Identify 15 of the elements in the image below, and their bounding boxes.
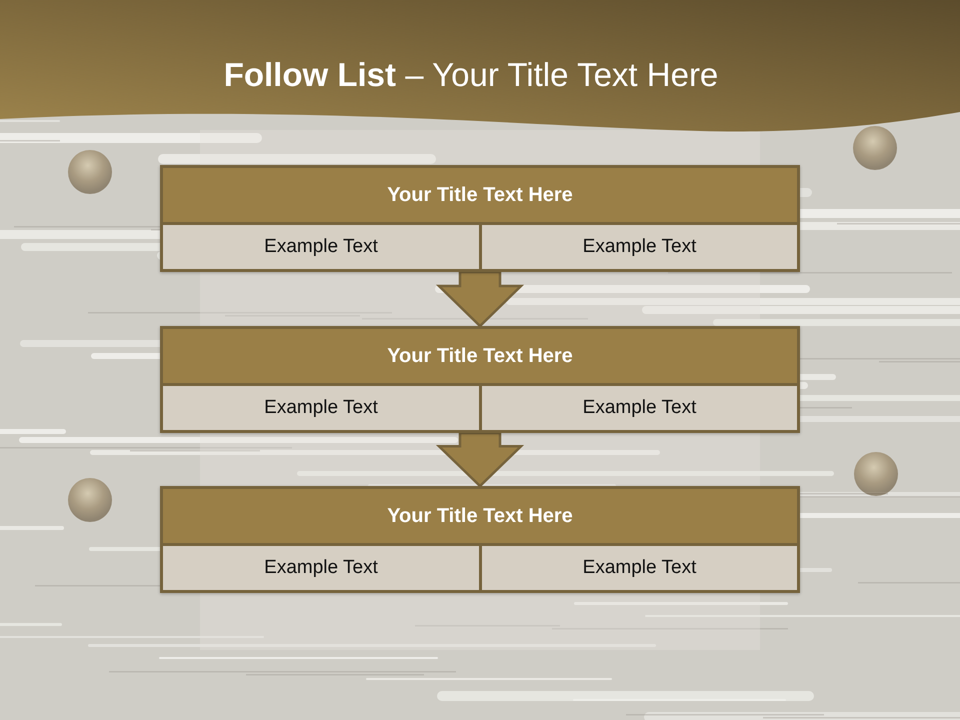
slide-title: Follow List – Your Title Text Here xyxy=(222,55,720,95)
table-cell: Example Text xyxy=(482,222,797,269)
table-cell: Example Text xyxy=(163,222,482,269)
list-group-box xyxy=(160,165,800,272)
table-cell: Example Text xyxy=(482,383,797,430)
table-cell: Example Text xyxy=(163,383,482,430)
list-group-box xyxy=(160,326,800,433)
block-arrow xyxy=(436,432,524,488)
header-bar: Your Title Text Here xyxy=(163,489,797,543)
table-cell: Example Text xyxy=(163,543,482,590)
header-bar: Your Title Text Here xyxy=(163,168,797,222)
table-cell: Example Text xyxy=(482,543,797,590)
header-bar: Your Title Text Here xyxy=(163,329,797,383)
block-arrow xyxy=(436,270,524,328)
list-group-box xyxy=(160,486,800,593)
